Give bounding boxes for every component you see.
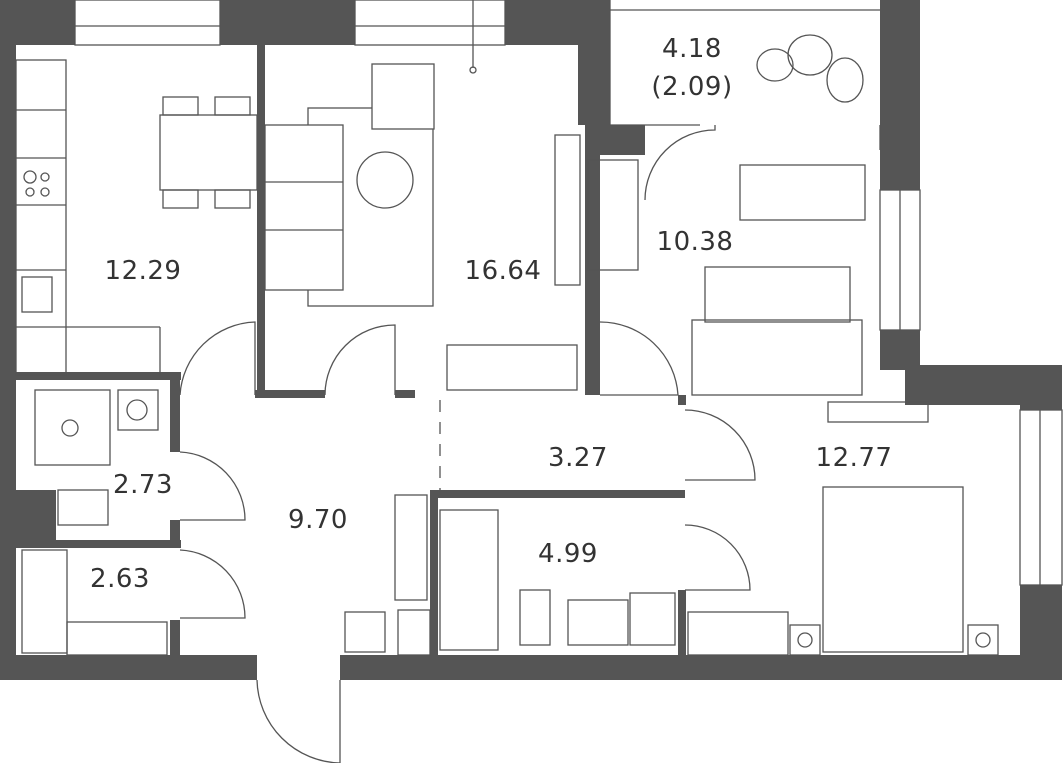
room-area-bathroom: 4.99 [538, 539, 598, 570]
walls [0, 0, 1062, 680]
room-area-living-room: 16.64 [464, 256, 542, 287]
room-area-bedroom-kids: 10.38 [656, 227, 734, 258]
room-area-bathroom-small: 2.73 [113, 470, 173, 501]
room-area-balcony: 4.18 [662, 34, 722, 65]
furniture [15, 0, 999, 656]
doors [179, 125, 756, 763]
room-area-corridor: 3.27 [548, 443, 608, 474]
room-area-kitchen: 12.29 [104, 256, 182, 287]
windows [74, 0, 1063, 586]
room-area-balcony-reduced: (2.09) [651, 72, 733, 103]
room-area-storage: 2.63 [90, 564, 150, 595]
room-area-bedroom: 12.77 [815, 443, 893, 474]
room-area-hallway: 9.70 [288, 505, 348, 536]
